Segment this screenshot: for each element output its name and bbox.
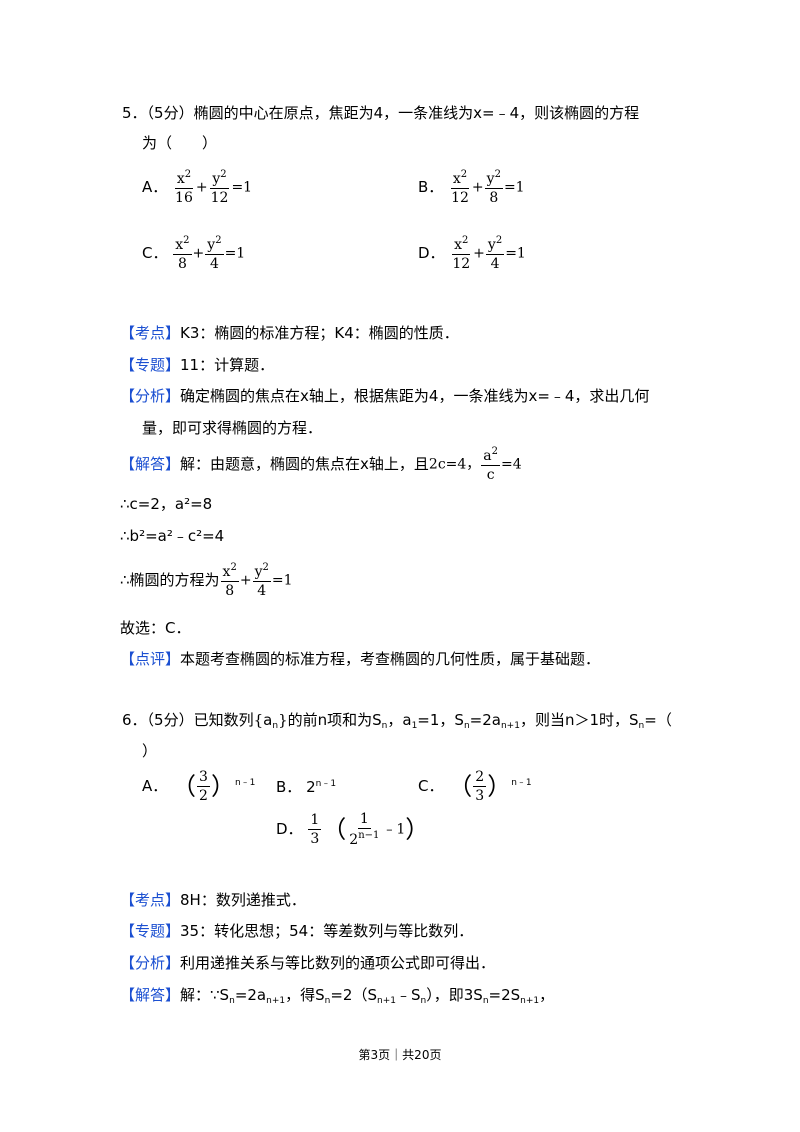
q6-fenxi: 【分析】利用递推关系与等比数列的通项公式即可得出． <box>120 954 496 972</box>
option-label: B． <box>418 178 444 197</box>
option-label: A． <box>142 777 168 796</box>
q5-step1: ∴c=2，a²=8 <box>120 495 213 513</box>
q6-jieda: 【解答】解：∵Sn=2an+1，得Sn=2（Sn+1﹣Sn），即3Sn=2Sn+… <box>120 986 555 1006</box>
q6-zhuanti: 【专题】35：转化思想；54：等差数列与等比数列． <box>120 922 474 940</box>
q5-fenxi: 【分析】确定椭圆的焦点在x轴上，根据焦距为4，一条准线为x=﹣4，求出几何 <box>120 387 650 405</box>
option-label: B． <box>276 778 302 796</box>
q5-stem-line2: 为（ ） <box>142 134 218 152</box>
q6-stem-line2: ） <box>142 742 158 760</box>
q6-option-b[interactable]: B． 2n﹣1 <box>276 778 337 796</box>
option-label: D． <box>276 820 303 839</box>
q6-kaodian: 【考点】8H：数列递推式． <box>120 891 306 909</box>
q5-answer: 故选：C． <box>120 619 191 637</box>
q5-kaodian: 【考点】K3：椭圆的标准方程；K4：椭圆的性质． <box>120 324 459 342</box>
q5-stem-line1: 5．（5分）椭圆的中心在原点，焦距为4，一条准线为x=﹣4，则该椭圆的方程 <box>122 104 640 122</box>
q5-dianping: 【点评】本题考查椭圆的标准方程，考查椭圆的几何性质，属于基础题． <box>120 650 601 668</box>
option-label: C． <box>142 244 168 263</box>
option-label: C． <box>418 777 444 796</box>
option-label: A． <box>142 178 168 197</box>
q5-zhuanti: 【专题】11：计算题． <box>120 356 275 374</box>
option-label: D． <box>418 244 445 263</box>
page-footer: 第3页｜共20页 <box>358 1048 442 1062</box>
q6-stem-line1: 6．（5分）已知数列{an}的前n项和为Sn，a1=1，Sn=2an+1，则当n… <box>122 711 672 731</box>
q5-fenxi-line2: 量，即可求得椭圆的方程． <box>142 419 323 437</box>
q5-step2: ∴b²=a²﹣c²=4 <box>120 527 225 545</box>
